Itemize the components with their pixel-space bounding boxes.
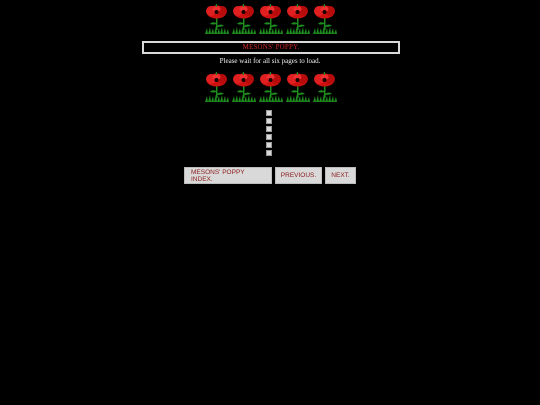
poppy-flower-icon xyxy=(285,4,310,34)
poppy-flower-icon xyxy=(312,72,337,102)
poppy-flower-icon xyxy=(285,72,310,102)
page-image-stack xyxy=(266,110,274,156)
broken-image-icon xyxy=(266,134,272,140)
page-title: MESONS' POPPY. xyxy=(242,43,300,51)
broken-image-icon xyxy=(266,142,272,148)
broken-image-icon xyxy=(266,110,272,116)
previous-button[interactable]: PREVIOUS. xyxy=(275,167,322,184)
poppy-flower-icon xyxy=(258,72,283,102)
poppy-flower-icon xyxy=(204,72,229,102)
broken-image-icon xyxy=(266,126,272,132)
poppy-flower-icon xyxy=(312,4,337,34)
broken-image-icon xyxy=(266,150,272,156)
poppy-flower-icon xyxy=(258,4,283,34)
next-button[interactable]: NEXT. xyxy=(325,167,356,184)
poppy-flower-icon xyxy=(231,4,256,34)
poppy-index-button[interactable]: MESONS' POPPY INDEX. xyxy=(184,167,272,184)
poppy-banner-middle xyxy=(0,72,540,102)
poppy-flower-icon xyxy=(204,4,229,34)
poppy-flower-icon xyxy=(231,72,256,102)
broken-image-icon xyxy=(266,118,272,124)
title-banner: MESONS' POPPY. xyxy=(142,41,400,54)
navigation-bar: MESONS' POPPY INDEX. PREVIOUS. NEXT. xyxy=(0,167,540,184)
poppy-banner-top xyxy=(0,4,540,34)
loading-message: Please wait for all six pages to load. xyxy=(219,57,321,65)
